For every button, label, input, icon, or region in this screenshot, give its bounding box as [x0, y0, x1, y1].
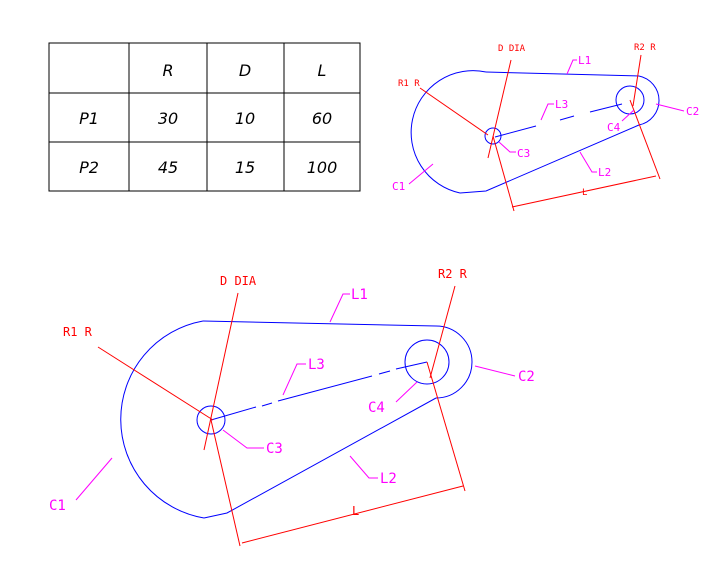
leader-l1 — [329, 293, 350, 323]
leader-c2 — [655, 103, 685, 112]
dim-r1-leader — [419, 87, 489, 136]
label-l1: L1 — [578, 54, 591, 67]
label-c4: C4 — [368, 400, 385, 416]
parameter-table: R D L P1 30 10 60 P2 45 15 100 — [48, 42, 361, 192]
dim-label-r1: R1 R — [63, 325, 93, 339]
dim-r2-leader — [429, 285, 456, 379]
table-cell-l: 100 — [307, 158, 338, 177]
label-l1: L1 — [351, 287, 368, 303]
label-l2: L2 — [598, 166, 611, 179]
table-header-d: D — [239, 61, 251, 80]
line-l3 — [210, 406, 257, 421]
leader-l2 — [579, 151, 597, 173]
dim-l-extension — [426, 361, 466, 492]
line-l3 — [395, 361, 428, 370]
dim-l-line — [511, 175, 657, 208]
dim-label-r2: R2 R — [438, 267, 468, 281]
leader-c3 — [222, 429, 264, 449]
line-l1 — [485, 71, 640, 77]
table-cell-d: 10 — [235, 109, 255, 128]
dim-label-d-dia: D DIA — [220, 274, 257, 288]
label-c3: C3 — [517, 147, 530, 160]
table-cell-l: 60 — [312, 109, 332, 128]
leader-c1 — [408, 163, 434, 185]
label-l2: L2 — [380, 471, 397, 487]
small-drawing: D DIA R1 R R2 R L L1 L3 C2 C4 C3 L2 C1 — [392, 43, 699, 212]
leader-l3 — [540, 103, 554, 121]
dim-label-r2: R2 R — [634, 43, 656, 53]
table-header-l: L — [318, 61, 327, 80]
line-l3 — [261, 402, 273, 407]
dim-l-extension — [492, 135, 515, 212]
leader-c3 — [498, 141, 516, 153]
label-c2: C2 — [686, 105, 699, 118]
arc-c2 — [435, 325, 473, 399]
table-row-name: P1 — [79, 109, 99, 128]
leader-c4 — [395, 381, 418, 403]
dim-l-line — [241, 485, 464, 544]
line-l1 — [202, 320, 437, 327]
line-l3 — [378, 370, 391, 375]
line-l3 — [589, 103, 623, 113]
label-c1: C1 — [49, 498, 66, 514]
dim-r1-leader — [97, 346, 214, 421]
arc-c1 — [120, 320, 205, 519]
circle-c3 — [196, 405, 226, 435]
label-c4: C4 — [607, 121, 621, 134]
label-c2: C2 — [518, 369, 535, 385]
circle-c3 — [484, 127, 502, 145]
line-l2 — [459, 124, 640, 194]
arc-c2 — [638, 75, 660, 126]
dim-label-r1: R1 R — [398, 79, 420, 89]
dim-l-extension — [210, 419, 241, 547]
dim-label-d-dia: D DIA — [498, 44, 526, 54]
dim-l-extension — [629, 99, 661, 180]
circle-c4 — [404, 339, 450, 385]
table-cell-r: 45 — [158, 158, 178, 177]
dim-label-l: L — [582, 188, 587, 198]
label-l3: L3 — [555, 98, 568, 111]
label-c3: C3 — [266, 441, 283, 457]
table-cell-r: 30 — [158, 109, 178, 128]
line-l3 — [559, 115, 575, 121]
dim-d-dia-leader — [487, 59, 512, 159]
table-header-r: R — [162, 61, 173, 80]
line-l2 — [203, 397, 437, 519]
dim-label-l: L — [352, 504, 359, 518]
line-l3 — [277, 375, 373, 402]
label-c1: C1 — [392, 180, 405, 193]
table-border — [48, 42, 361, 192]
leader-c4 — [621, 109, 635, 122]
line-l3 — [494, 125, 537, 138]
leader-c1 — [75, 457, 113, 501]
leader-l2 — [349, 455, 378, 479]
arc-c1 — [410, 70, 487, 194]
label-l3: L3 — [308, 357, 325, 373]
leader-l3 — [282, 363, 306, 396]
leader-l1 — [566, 59, 577, 75]
large-drawing: D DIA R1 R R2 R L L1 L3 C2 C4 C3 L2 C1 — [49, 267, 535, 547]
dim-r2-leader — [632, 54, 642, 107]
leader-c2 — [474, 365, 516, 377]
table-cell-d: 15 — [235, 158, 255, 177]
dim-d-dia-leader — [203, 292, 239, 451]
table-row-name: P2 — [79, 158, 99, 177]
